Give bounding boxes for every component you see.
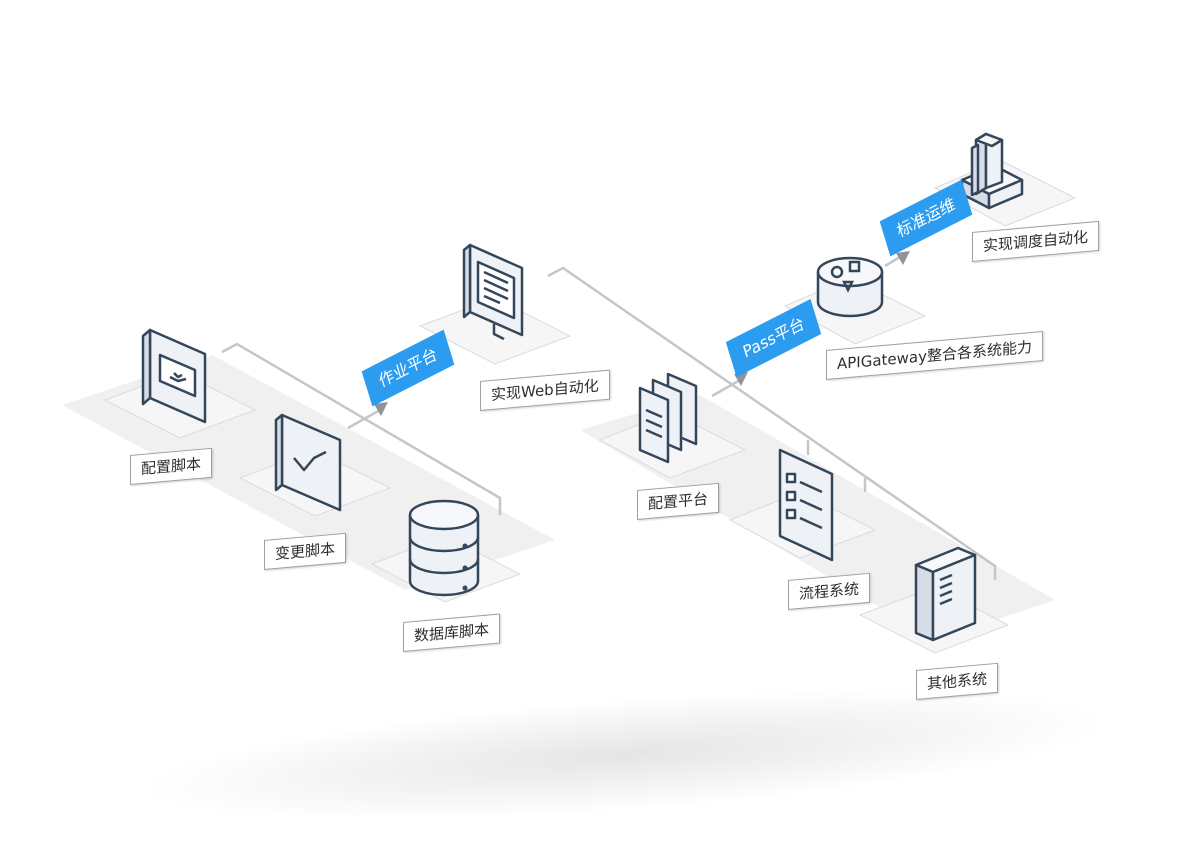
link-to-pass — [711, 378, 741, 398]
arrow-to-ops-icon — [896, 251, 910, 265]
arrow-to-job-icon — [374, 402, 388, 416]
chart-tablet-icon — [274, 413, 342, 512]
books-icon — [638, 372, 698, 464]
server-icon — [914, 546, 977, 642]
web-monitor-icon — [462, 243, 524, 341]
link-to-job — [347, 408, 381, 430]
bracket-platforms — [547, 266, 997, 580]
shapes-cylinder-icon — [816, 256, 884, 318]
link-to-ops — [884, 255, 901, 268]
checklist-icon — [778, 448, 834, 562]
connector-lines — [221, 255, 997, 580]
building-icon — [960, 132, 1024, 210]
bracket-scripts — [221, 342, 502, 515]
monitor-icon — [141, 328, 207, 424]
database-icon — [408, 499, 480, 597]
